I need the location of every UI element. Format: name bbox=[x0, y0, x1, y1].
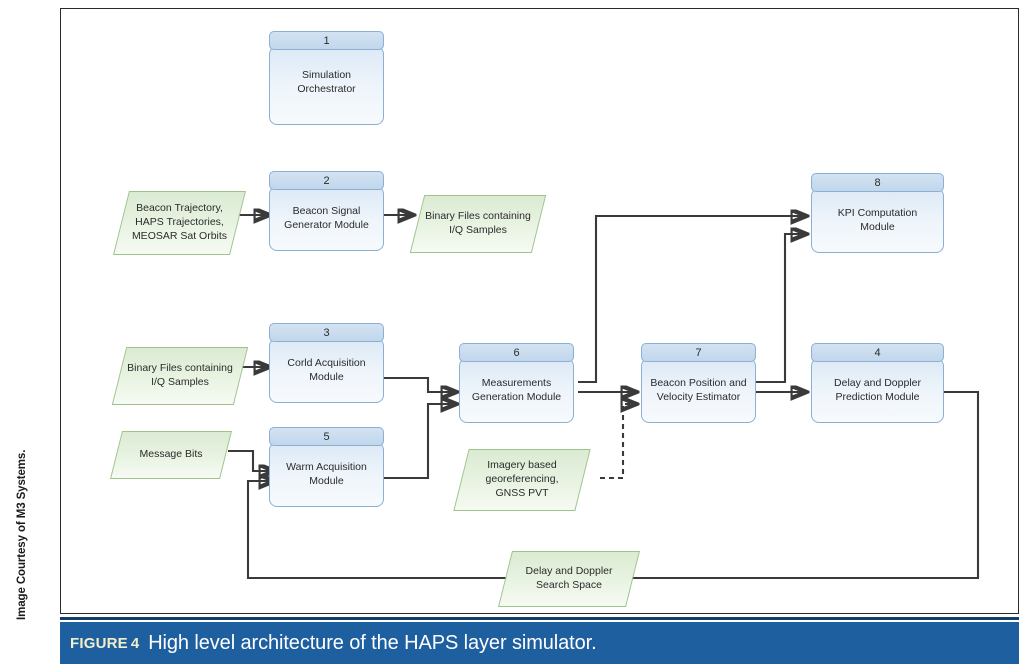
node-2-label: Beacon Signal Generator Module bbox=[269, 186, 384, 251]
data-binary-files-input-label: Binary Files containing I/Q Samples bbox=[127, 362, 233, 388]
figure-caption-bar: FIGURE 4 High level architecture of the … bbox=[60, 622, 1019, 664]
data-message-bits-label: Message Bits bbox=[139, 448, 203, 461]
data-beacon-trajectory-inputs-label: Beacon Trajectory, HAPS Trajectories, ME… bbox=[131, 202, 228, 242]
node-1-label: Simulation Orchestrator bbox=[269, 46, 384, 125]
node-6-measurements-generation-module[interactable]: 6 Measurements Generation Module bbox=[459, 343, 574, 423]
figure-tag: FIGURE bbox=[70, 634, 128, 652]
data-imagery-georeferencing[interactable]: Imagery based georeferencing, GNSS PVT bbox=[453, 449, 591, 511]
node-5-warm-acquisition-module[interactable]: 5 Warm Acquisition Module bbox=[269, 427, 384, 507]
node-6-number: 6 bbox=[459, 343, 574, 362]
figure-caption-text: High level architecture of the HAPS laye… bbox=[148, 631, 597, 654]
node-4-label: Delay and Doppler Prediction Module bbox=[811, 358, 944, 423]
data-binary-files-output[interactable]: Binary Files containing I/Q Samples bbox=[409, 195, 547, 253]
connector-5-to-6 bbox=[384, 404, 456, 480]
caption-top-rule bbox=[60, 617, 1019, 620]
node-8-number: 8 bbox=[811, 173, 944, 192]
data-imagery-georeferencing-label: Imagery based georeferencing, GNSS PVT bbox=[485, 459, 559, 499]
connector-d4-to-5 bbox=[228, 449, 274, 471]
node-3-number: 3 bbox=[269, 323, 384, 342]
connector-d5-to-7 bbox=[600, 404, 636, 480]
data-binary-files-output-label: Binary Files containing I/Q Samples bbox=[425, 210, 531, 236]
data-delay-doppler-search-space[interactable]: Delay and Doppler Search Space bbox=[498, 551, 640, 607]
node-5-number: 5 bbox=[269, 427, 384, 446]
node-8-kpi-computation-module[interactable]: 8 KPI Computation Module bbox=[811, 173, 944, 253]
data-binary-files-input[interactable]: Binary Files containing I/Q Samples bbox=[111, 347, 249, 405]
connector-3-to-6 bbox=[384, 376, 456, 392]
connector-7-to-8 bbox=[752, 234, 806, 384]
node-1-number: 1 bbox=[269, 31, 384, 50]
node-7-number: 7 bbox=[641, 343, 756, 362]
data-beacon-trajectory-inputs[interactable]: Beacon Trajectory, HAPS Trajectories, ME… bbox=[113, 191, 246, 255]
node-4-number: 4 bbox=[811, 343, 944, 362]
node-5-label: Warm Acquisition Module bbox=[269, 442, 384, 507]
node-3-corld-acquisition-module[interactable]: 3 Corld Acquisition Module bbox=[269, 323, 384, 403]
data-delay-doppler-search-space-label: Delay and Doppler Search Space bbox=[525, 565, 613, 591]
node-8-label: KPI Computation Module bbox=[811, 188, 944, 253]
node-7-beacon-position-and-velocity-estimator[interactable]: 7 Beacon Position and Velocity Estimator bbox=[641, 343, 756, 423]
node-2-beacon-signal-generator-module[interactable]: 2 Beacon Signal Generator Module bbox=[269, 171, 384, 251]
node-7-label: Beacon Position and Velocity Estimator bbox=[641, 358, 756, 423]
node-4-delay-and-doppler-prediction-module[interactable]: 4 Delay and Doppler Prediction Module bbox=[811, 343, 944, 423]
data-message-bits[interactable]: Message Bits bbox=[110, 431, 232, 479]
node-6-label: Measurements Generation Module bbox=[459, 358, 574, 423]
figure-number: 4 bbox=[130, 634, 140, 652]
node-3-label: Corld Acquisition Module bbox=[269, 338, 384, 403]
image-credit: Image Courtesy of M3 Systems. bbox=[16, 449, 28, 620]
node-2-number: 2 bbox=[269, 171, 384, 190]
diagram-frame: 1 Simulation Orchestrator 2 Beacon Signa… bbox=[60, 8, 1019, 614]
node-1-simulation-orchestrator[interactable]: 1 Simulation Orchestrator bbox=[269, 31, 384, 125]
